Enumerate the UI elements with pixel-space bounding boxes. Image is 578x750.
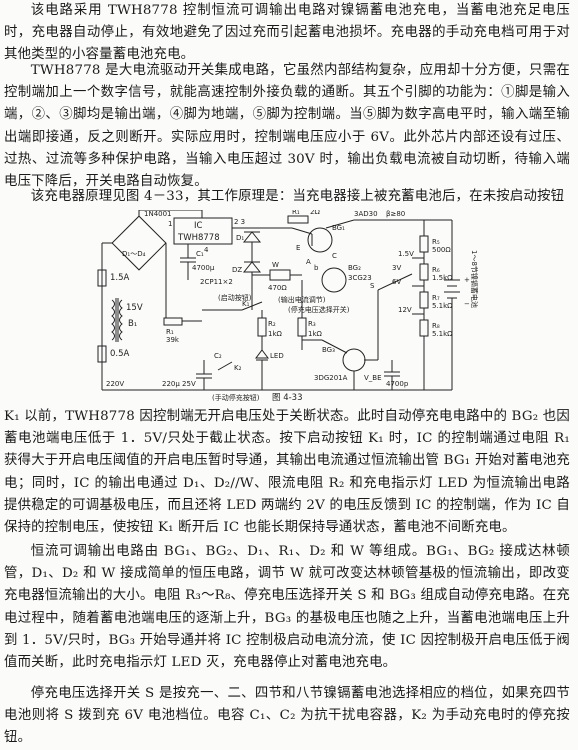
label-led: LED: [270, 352, 284, 360]
label-w: W: [272, 261, 279, 269]
resistor-r3: [297, 317, 307, 337]
label-c2: C₂: [214, 352, 222, 360]
label-r6-val: 1.5kΩ: [432, 274, 453, 282]
label-v15: 1.5V: [398, 250, 414, 258]
label-ic: IC: [194, 221, 203, 231]
label-a-node: A: [306, 258, 311, 266]
label-pins: 2 3: [234, 218, 245, 226]
label-c-node: C: [332, 252, 337, 260]
label-r1: R₁: [166, 328, 174, 336]
label-r7: R₇: [432, 294, 440, 302]
label-bg1-part: 3AD30: [354, 210, 378, 218]
diode-dz: [242, 261, 262, 273]
label-r2: R₂: [268, 320, 276, 328]
label-k1: K₁: [242, 300, 250, 308]
label-trans-id: B₁: [128, 319, 137, 329]
label-fuse2: 0.5A: [110, 349, 130, 359]
label-trans-v: 15V: [126, 303, 143, 313]
fuse-1: [97, 269, 107, 287]
label-pin1: 1: [168, 220, 172, 228]
transformer-primary: [111, 299, 115, 341]
label-dz-part: 2CP11×2: [200, 278, 233, 286]
paragraph-operation: K₁ 以前，TWH8778 因控制端无开启电压处于关断状态。此时自动停充电电路中…: [4, 409, 570, 536]
paragraph-principle: 该充电器原理见图 4－33，其工作原理是：当充电器接上被充蓄电池后，在未按启动按…: [30, 189, 565, 204]
label-r5: R₅: [432, 238, 440, 246]
label-b-node: b: [314, 264, 319, 272]
label-v3: 3V: [392, 264, 401, 272]
label-e: E: [296, 244, 300, 252]
label-d1: D₁: [236, 234, 244, 242]
label-r7-val: 5.1kΩ: [432, 302, 453, 310]
ic-box: [173, 217, 233, 245]
label-pin4: 4: [204, 246, 209, 254]
label-bg1: BG₁: [332, 224, 345, 232]
potentiometer-w: [269, 269, 291, 281]
figure-caption: 图 4-33: [272, 393, 303, 402]
label-bg3: BG₃: [322, 346, 335, 354]
label-battery: 1～8节镍镉蓄电池: [470, 250, 479, 308]
switch-k1[interactable]: [241, 301, 263, 311]
label-stop-switch: (停充电压选择开关): [288, 305, 350, 314]
label-s: S: [370, 282, 375, 290]
label-bg2-part: 3CG23: [348, 274, 372, 282]
label-r3: R₃: [308, 320, 316, 328]
label-r3-val: 1kΩ: [308, 330, 323, 338]
label-r2-val: 1kΩ: [268, 330, 283, 338]
circuit-diagram: 1N4001 D₁～D₄ 1.5A 0.5A 15V B₁ 220V IC TW…: [97, 210, 479, 402]
label-k1-note: (启动按钮): [218, 293, 252, 302]
label-r8: R₈: [432, 322, 440, 330]
label-r8-val: 5.1kΩ: [432, 330, 453, 338]
label-mains: 220V: [106, 380, 124, 388]
resistor-r7: [419, 291, 429, 309]
led-indicator: [255, 349, 269, 359]
paragraph-constant-current: 恒流可调输出电路由 BG₁、BG₂、D₁、R₁、D₂ 和 W 等组成。BG₁、B…: [4, 544, 570, 671]
label-k2: K₂: [234, 364, 242, 372]
resistor-top: [287, 215, 309, 224]
label-v6: 6V: [392, 278, 401, 286]
label-w-val: 470Ω: [268, 284, 287, 292]
label-v12: 12V: [398, 306, 412, 314]
label-c1-val: 4700μ: [192, 264, 215, 272]
label-fuse1: 1.5A: [110, 273, 130, 283]
circuit-labels: 1N4001 D₁～D₄ 1.5A 0.5A 15V B₁ 220V IC TW…: [106, 210, 479, 402]
resistor-r5: [419, 235, 429, 253]
transistor-bg2: [321, 267, 347, 293]
label-c2-val: 220μ 25V: [162, 380, 196, 388]
label-dz: DZ: [232, 266, 242, 274]
bridge-rectifier: [111, 215, 167, 271]
paragraph-twh8778: TWH8778 是大电流驱动开关集成电路，它虽然内部结构复杂，应用却十分方便，只…: [4, 63, 570, 190]
transformer-secondary: [119, 299, 123, 341]
label-r6: R₆: [432, 266, 440, 274]
label-r1-val: 39k: [166, 336, 180, 344]
paragraph-intro: 该电路采用 TWH8778 控制恒流可调输出电路对镍镉蓄电池充电，当蓄电池充足电…: [4, 3, 570, 63]
resistor-r2: [257, 317, 267, 337]
paragraph-selector: 停充电压选择开关 S 是按充一、二、四节和八节镍镉蓄电池选择相应的档位，如果充四…: [4, 686, 570, 746]
label-vbe: V_BE: [364, 374, 382, 382]
diode-d1: [242, 231, 262, 243]
label-minus: −: [464, 300, 470, 308]
label-bg3-part: 3DG201A: [314, 374, 348, 382]
label-bg2: BG₂: [348, 264, 361, 272]
resistor-r6: [419, 263, 429, 281]
resistor-r1: [163, 317, 183, 326]
label-r-top-val: 2Ω: [310, 210, 320, 216]
label-d: D₁～D₄: [122, 250, 146, 258]
selector-switch-s[interactable]: [377, 273, 413, 291]
label-c1: C₁: [196, 250, 204, 258]
label-plus: +: [464, 276, 470, 284]
label-c3-val: 4700p: [386, 380, 409, 388]
label-r-top: R₁: [292, 210, 300, 216]
resistor-r8: [419, 319, 429, 337]
label-ic-part: TWH8778: [177, 233, 220, 243]
label-beta: β≥80: [386, 210, 405, 218]
switch-k2[interactable]: [217, 361, 233, 371]
label-k2-note: (手动停充按钮): [212, 393, 260, 402]
label-bridge: 1N4001: [144, 210, 172, 218]
label-r5-val: 500Ω: [432, 246, 451, 254]
transistor-bg1: [307, 227, 333, 253]
label-out-current: (输出电流调节): [278, 295, 326, 304]
